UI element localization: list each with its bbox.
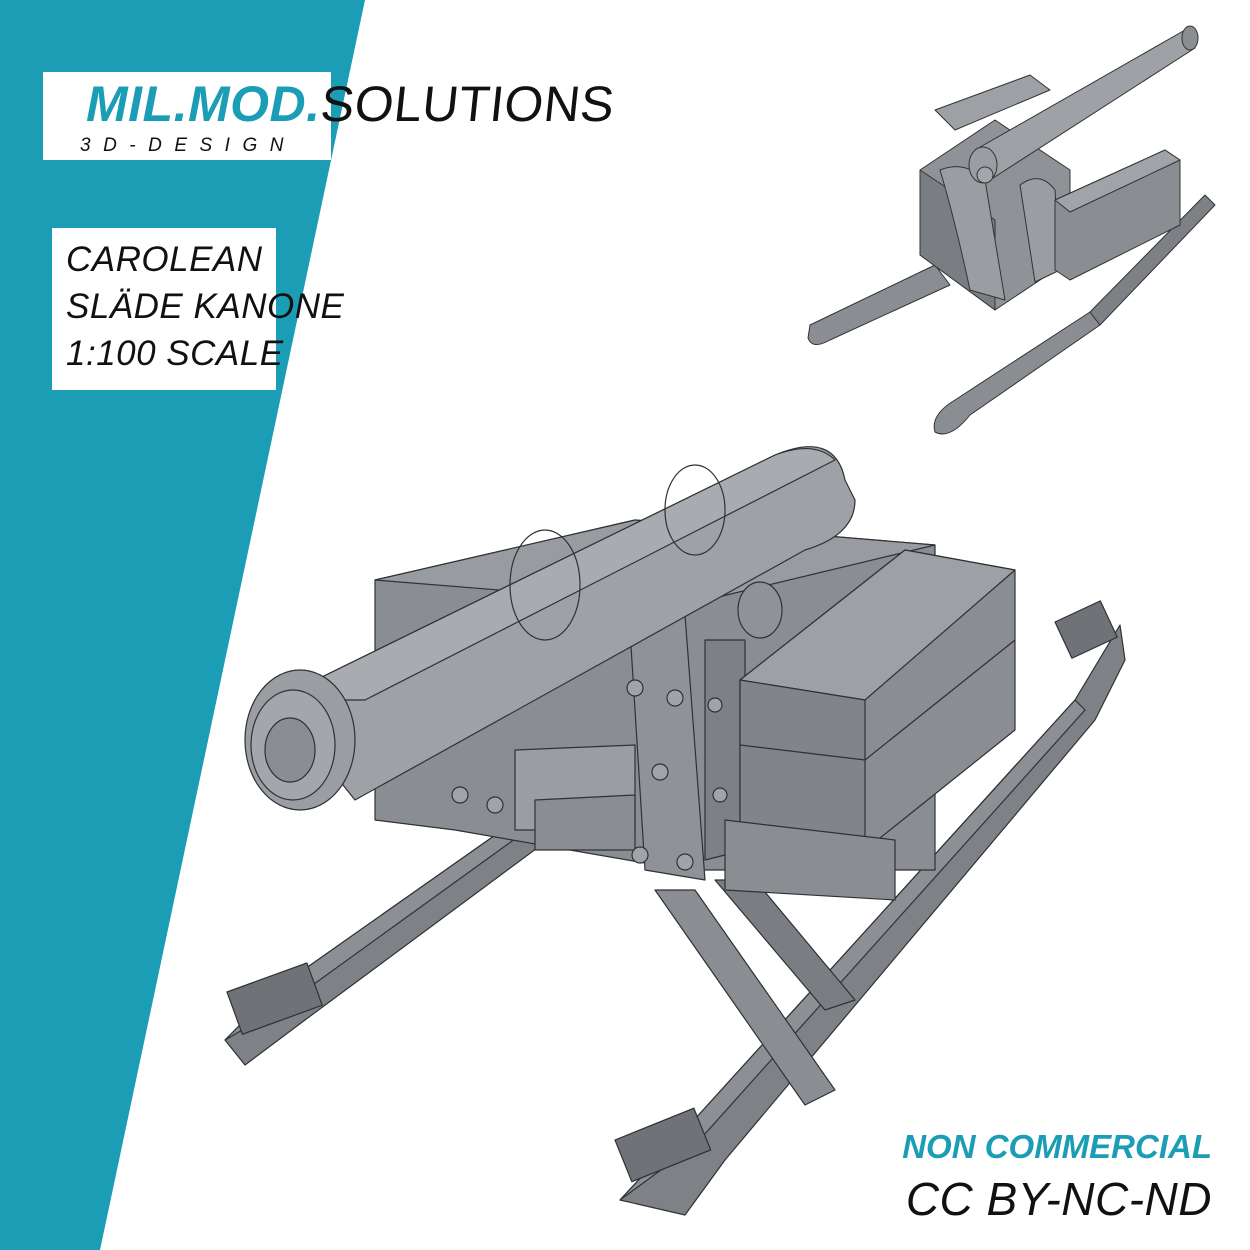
logo-background bbox=[43, 72, 331, 160]
secondary-render-image bbox=[807, 25, 1216, 435]
license-title: NON COMMERCIAL bbox=[902, 1128, 1212, 1165]
brand-name-accent: MIL.MOD. bbox=[86, 76, 321, 132]
brand-name-rest: SOLUTIONS bbox=[317, 76, 617, 132]
product-line-name: CAROLEAN bbox=[66, 240, 263, 279]
product-line-scale: 1:100 SCALE bbox=[66, 334, 284, 373]
brand-logo: MIL.MOD.SOLUTIONS bbox=[86, 74, 617, 134]
product-title-background bbox=[52, 228, 276, 390]
brand-tagline: 3D-DESIGN bbox=[80, 135, 296, 156]
main-render-image bbox=[224, 446, 1126, 1216]
license-code: CC BY-NC-ND bbox=[905, 1173, 1212, 1225]
product-line-model: SLÄDE KANONE bbox=[66, 287, 345, 326]
